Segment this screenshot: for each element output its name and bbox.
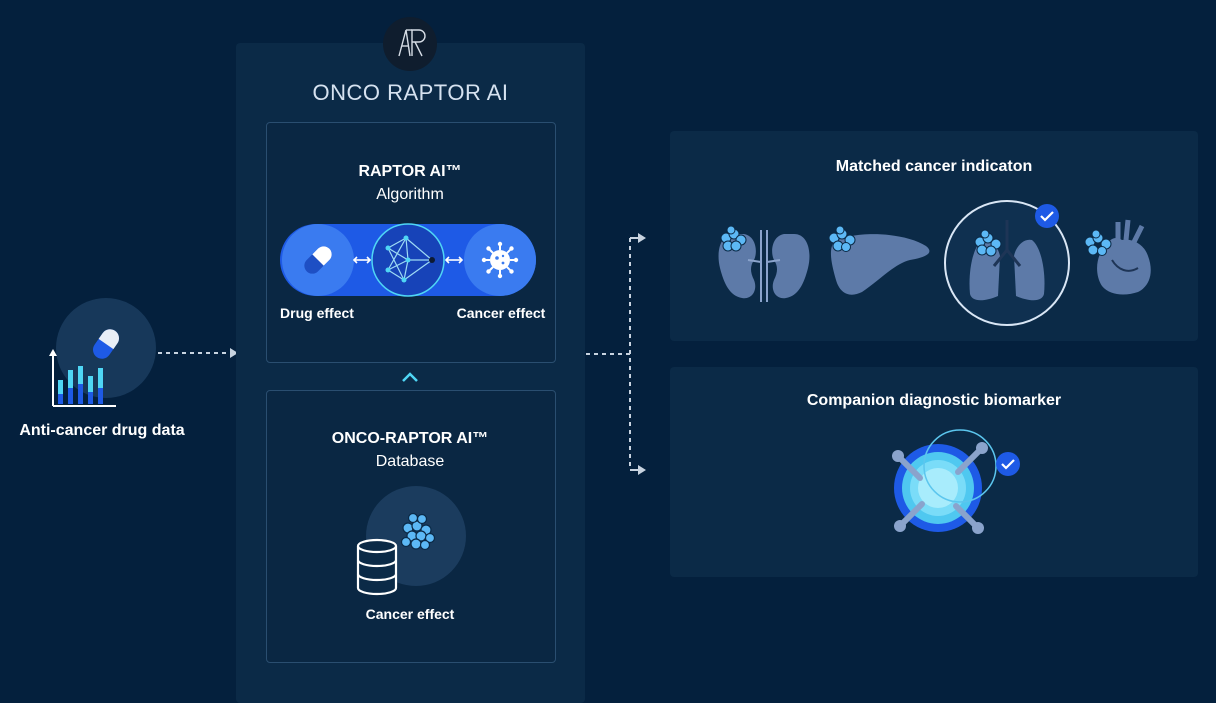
matched-indication-title: Matched cancer indicaton bbox=[835, 158, 1033, 175]
drug-effect-label: Drug effect bbox=[280, 305, 354, 321]
drug-data-icon bbox=[49, 298, 156, 407]
arrow-platform-to-outputs bbox=[586, 233, 646, 475]
check-icon bbox=[996, 452, 1020, 476]
database-cancer-effect-label: Cancer effect bbox=[365, 606, 455, 622]
platform-title: ONCO RAPTOR AI bbox=[312, 80, 509, 105]
raptor-logo-icon bbox=[382, 16, 438, 72]
algorithm-title-line2: Algorithm bbox=[376, 186, 444, 203]
double-arrow-icon bbox=[352, 256, 372, 264]
chevron-up-icon bbox=[402, 372, 418, 382]
lung-icon bbox=[944, 200, 1070, 326]
biomarker-icon bbox=[892, 429, 1020, 534]
tumor-cluster-icon bbox=[400, 512, 436, 551]
arrow-input-to-platform bbox=[158, 348, 238, 358]
biomarker-title: Companion diagnostic biomarker bbox=[806, 392, 1062, 409]
algorithm-title-line1: RAPTOR AI™ bbox=[358, 163, 462, 180]
liver-icon bbox=[828, 225, 930, 295]
cancer-effect-label: Cancer effect bbox=[456, 305, 546, 321]
database-title-line2: Database bbox=[375, 453, 445, 470]
database-icon bbox=[356, 486, 466, 596]
database-title-line1: ONCO-RAPTOR AI™ bbox=[331, 430, 489, 447]
matched-indication-panel bbox=[670, 131, 1198, 341]
kidney-icon bbox=[718, 225, 810, 302]
heart-icon bbox=[1084, 219, 1151, 295]
check-icon bbox=[1035, 204, 1059, 228]
organ-icons bbox=[718, 200, 1151, 326]
input-node bbox=[48, 296, 168, 411]
cancer-cell-icon bbox=[481, 241, 519, 279]
capsule-icon bbox=[304, 246, 332, 274]
input-label: Anti-cancer drug data bbox=[19, 422, 185, 439]
algorithm-flow bbox=[280, 223, 536, 297]
